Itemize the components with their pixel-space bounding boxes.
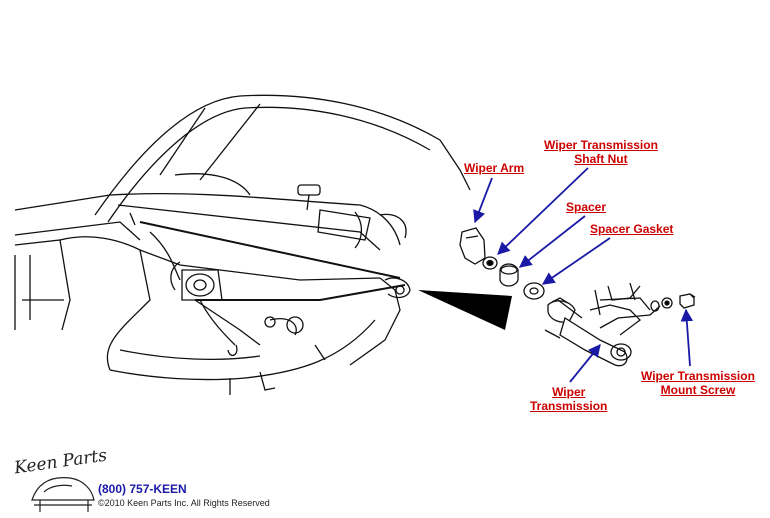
spacer-part (499, 263, 519, 287)
label-wiper-transmission: Wiper Transmission (530, 385, 608, 413)
mount-screw-part (679, 293, 695, 309)
copyright-notice: ©2010 Keen Parts Inc. All Rights Reserve… (98, 498, 270, 508)
label-wiper-transmission-mount-screw: Wiper Transmission Mount Screw (641, 369, 755, 397)
label-spacer: Spacer (566, 200, 607, 214)
keen-parts-logo-graphic (31, 477, 95, 512)
car-body-drawing (14, 94, 471, 395)
wiper-arm-part (459, 227, 486, 265)
label-spacer-gasket: Spacer Gasket (590, 222, 674, 236)
callout-arrows (473, 167, 694, 383)
exploded-parts (459, 227, 696, 367)
label-wiper-arm: Wiper Arm (464, 161, 525, 175)
label-wiper-transmission-shaft-nut: Wiper Transmission Shaft Nut (544, 138, 658, 166)
phone-number: (800) 757-KEEN (98, 482, 187, 496)
detail-pointer (418, 290, 512, 330)
